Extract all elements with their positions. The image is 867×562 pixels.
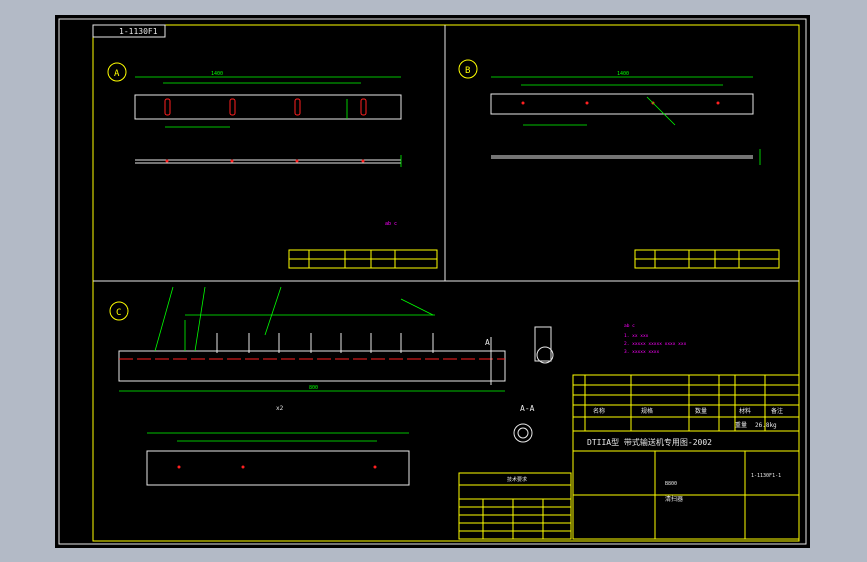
title-block (572, 374, 800, 540)
view-b-label: B (465, 66, 470, 76)
tech-note-title: 技术要求 (507, 476, 527, 483)
weight-label: 重量 (735, 421, 747, 429)
view-c-label: C (116, 308, 121, 318)
svg-text:ab c: ab c (624, 323, 635, 329)
view-a-label: A (114, 69, 120, 79)
view-a-marker (107, 62, 127, 82)
row-label-spec: 规格 (641, 407, 653, 415)
drawing-code: 1-1130F1 (119, 27, 158, 36)
view-a-plate (134, 94, 402, 120)
view-b-plate (490, 93, 754, 115)
drawing-no: 1-1130F1-1 (751, 473, 781, 479)
view-c-marker (109, 301, 129, 321)
cad-viewport[interactable]: 1-1130F1 A 1400 ab c B 1400 (55, 15, 810, 548)
svg-text:1. xx xxx: 1. xx xxx (624, 333, 649, 339)
row-label-name: 名称 (593, 407, 605, 415)
weight-value: 26.8kg (755, 422, 777, 429)
part-title: 清扫器 (665, 495, 683, 503)
svg-text:2. xxxxx xxxxx xxxx xxx: 2. xxxxx xxxxx xxxx xxx (624, 341, 687, 347)
view-a-dim-total: 1400 (211, 71, 223, 77)
view-c-assembly (118, 350, 506, 382)
view-b-dim-total: 1400 (617, 71, 629, 77)
row-label-material: 材料 (739, 407, 751, 415)
cad-drawing: 1-1130F1 A 1400 ab c B 1400 (58, 18, 807, 545)
view-c-dim-total: 800 (309, 385, 318, 391)
section-title: A-A (520, 404, 535, 413)
tech-note-block (458, 472, 572, 540)
belt-width: B800 (665, 481, 677, 487)
section-mark-a: A (485, 338, 490, 347)
row-label-note: 备注 (771, 407, 783, 415)
scale-note: x2 (276, 405, 284, 412)
outer-frame (58, 18, 807, 545)
inner-frame (92, 24, 800, 542)
svg-text:ab c: ab c (385, 221, 397, 227)
svg-text:3. xxxxx xxxx: 3. xxxxx xxxx (624, 349, 660, 355)
code-box (92, 24, 166, 38)
detail-plate (146, 450, 410, 486)
view-b-marker (458, 59, 478, 79)
main-title: DTIIA型 带式输送机专用图-2002 (587, 437, 712, 447)
row-label-qty: 数量 (695, 407, 707, 415)
